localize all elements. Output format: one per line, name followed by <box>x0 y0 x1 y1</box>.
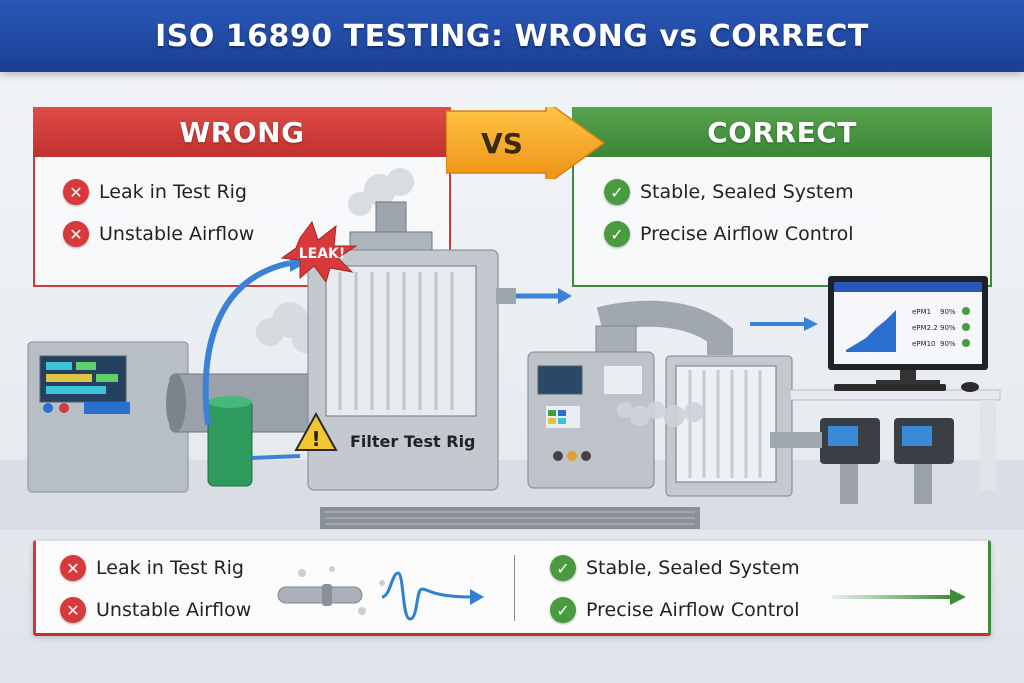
test-lab-illustration: LEAK! ! ePM1 <box>0 168 1024 530</box>
filter-test-rig-label: Filter Test Rig <box>350 432 476 451</box>
vs-label: VS <box>481 127 523 160</box>
x-circle-icon: ✕ <box>60 597 86 623</box>
leak-label: LEAK! <box>299 246 346 262</box>
x-circle-icon: ✕ <box>60 555 86 581</box>
wrong-item-label: Leak in Test Rig <box>99 181 247 203</box>
monitor-row-value: 90% <box>940 308 956 316</box>
check-circle-icon: ✓ <box>550 597 576 623</box>
summary-correct-label: Precise Airflow Control <box>586 599 800 621</box>
correct-header: CORRECT <box>572 107 992 157</box>
title-bar: ISO 16890 TESTING: WRONG vs CORRECT <box>0 0 1024 72</box>
wrong-item: ✕ Leak in Test Rig <box>63 171 449 213</box>
wrong-item-label: Unstable Airflow <box>99 223 255 245</box>
wrong-item: ✕ Unstable Airflow <box>63 213 449 255</box>
stable-airflow-arrow-icon <box>832 589 966 605</box>
summary-correct-item: ✓ Stable, Sealed System <box>550 547 800 589</box>
leak-burst: LEAK! <box>280 220 358 284</box>
monitor-row-label: ePM2.2 <box>912 324 938 332</box>
correct-filter-box <box>665 355 793 497</box>
summary-bar: ✕ Leak in Test Rig ✕ Unstable Airflow ✓ … <box>33 540 991 636</box>
summary-wrong-label: Leak in Test Rig <box>96 557 244 579</box>
results-monitor: ePM1 90% ePM2.2 90% ePM10 90% <box>828 276 988 392</box>
x-circle-icon: ✕ <box>63 179 89 205</box>
summary-divider <box>514 555 515 621</box>
page-title: ISO 16890 TESTING: WRONG vs CORRECT <box>155 18 869 54</box>
monitor-row-value: 90% <box>940 340 956 348</box>
warning-triangle-icon: ! <box>294 411 338 451</box>
vs-arrow-icon: VS <box>446 107 606 179</box>
monitor-row-label: ePM1 <box>912 308 931 316</box>
x-circle-icon: ✕ <box>63 221 89 247</box>
summary-correct-label: Stable, Sealed System <box>586 557 800 579</box>
monitor-row-value: 90% <box>940 324 956 332</box>
correct-item: ✓ Precise Airflow Control <box>604 213 990 255</box>
sensor-units <box>770 418 954 504</box>
check-circle-icon: ✓ <box>604 179 630 205</box>
green-canister <box>207 396 253 487</box>
floor-grate <box>320 507 700 529</box>
monitor-row-label: ePM10 <box>912 340 935 348</box>
unstable-airflow-icon <box>277 566 484 621</box>
correct-item: ✓ Stable, Sealed System <box>604 171 990 213</box>
correct-item-label: Stable, Sealed System <box>640 181 854 203</box>
summary-correct-item: ✓ Precise Airflow Control <box>550 589 800 631</box>
control-cabinet <box>27 341 189 493</box>
summary-wrong-item: ✕ Leak in Test Rig <box>60 547 251 589</box>
svg-text:!: ! <box>311 427 320 451</box>
correct-test-unit <box>527 351 655 489</box>
correct-item-label: Precise Airflow Control <box>640 223 854 245</box>
check-circle-icon: ✓ <box>604 221 630 247</box>
check-circle-icon: ✓ <box>550 555 576 581</box>
summary-wrong-item: ✕ Unstable Airflow <box>60 589 251 631</box>
correct-panel: CORRECT ✓ Stable, Sealed System ✓ Precis… <box>572 107 992 287</box>
filter-test-rig <box>307 201 516 491</box>
summary-wrong-label: Unstable Airflow <box>96 599 252 621</box>
wrong-header: WRONG <box>33 107 451 157</box>
